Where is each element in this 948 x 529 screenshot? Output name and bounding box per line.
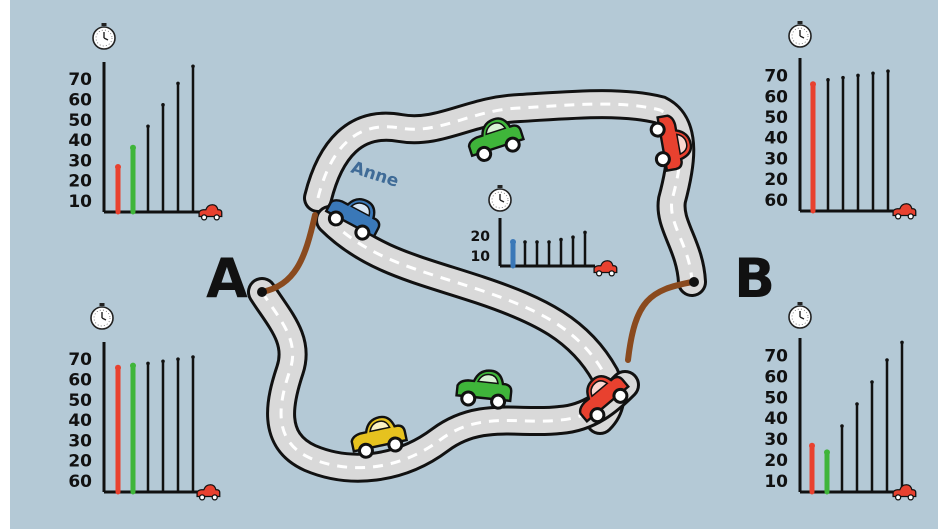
tick-label: 60 <box>764 87 788 107</box>
bar-tip <box>130 145 136 151</box>
tick-label: 30 <box>764 149 788 169</box>
tick-label: 40 <box>764 129 788 149</box>
left-margin <box>0 0 10 529</box>
tick-label: 70 <box>764 67 788 87</box>
tick-label: 30 <box>764 430 788 450</box>
bar-tip <box>856 74 860 78</box>
bar-tip <box>809 443 815 449</box>
bar-tip <box>547 240 551 244</box>
tick-label: 20 <box>764 451 788 471</box>
tick-label: 60 <box>764 191 788 211</box>
tick-label: 50 <box>764 388 788 408</box>
bar-tip <box>583 231 587 235</box>
node-b <box>689 277 699 287</box>
bar-tip <box>161 359 165 363</box>
tick-label: 70 <box>764 347 788 367</box>
point-b-label: B <box>734 247 775 310</box>
bar-tip <box>826 78 830 82</box>
tick-label: 60 <box>68 91 92 111</box>
tick-label: 10 <box>764 472 788 492</box>
bar-tip <box>855 402 859 406</box>
tick-label: 40 <box>68 411 92 431</box>
bar-tip <box>871 72 875 76</box>
tick-label: 60 <box>764 368 788 388</box>
bar-tip <box>146 124 150 128</box>
tick-label: 20 <box>471 229 491 245</box>
node-a <box>257 287 267 297</box>
tick-label: 70 <box>68 350 92 370</box>
tick-label: 20 <box>68 452 92 472</box>
bar-tip <box>146 362 150 366</box>
bar-tip <box>191 355 195 359</box>
bar-tip <box>886 69 890 73</box>
bar-tip <box>535 240 539 244</box>
bar-tip <box>176 357 180 361</box>
bar-tip <box>824 449 830 455</box>
tick-label: 70 <box>68 70 92 90</box>
tick-label: 50 <box>68 391 92 411</box>
tick-label: 20 <box>68 172 92 192</box>
tick-label: 10 <box>471 249 491 265</box>
bar-tip <box>115 365 121 371</box>
bar-tip <box>115 164 121 170</box>
tick-label: 40 <box>68 131 92 151</box>
tick-label: 50 <box>764 108 788 128</box>
bar-tip <box>571 235 575 239</box>
bar-tip <box>510 239 516 245</box>
tick-label: 50 <box>68 111 92 131</box>
bar-tip <box>130 363 136 369</box>
bar-tip <box>885 358 889 362</box>
bar-tip <box>559 238 563 242</box>
tick-label: 20 <box>764 170 788 190</box>
bar-tip <box>176 82 180 86</box>
tick-label: 60 <box>68 472 92 492</box>
bar-tip <box>523 240 527 244</box>
tick-label: 30 <box>68 431 92 451</box>
bar-tip <box>840 424 844 428</box>
right-margin <box>938 0 948 529</box>
point-a-label: A <box>206 247 248 310</box>
tick-label: 30 <box>68 151 92 171</box>
bar-tip <box>810 81 816 87</box>
bar-tip <box>841 76 845 80</box>
tick-label: 60 <box>68 371 92 391</box>
tick-label: 10 <box>68 192 92 212</box>
bar-tip <box>870 380 874 384</box>
bar-tip <box>161 103 165 107</box>
bar-tip <box>191 64 195 68</box>
tick-label: 40 <box>764 409 788 429</box>
bar-tip <box>900 341 904 345</box>
